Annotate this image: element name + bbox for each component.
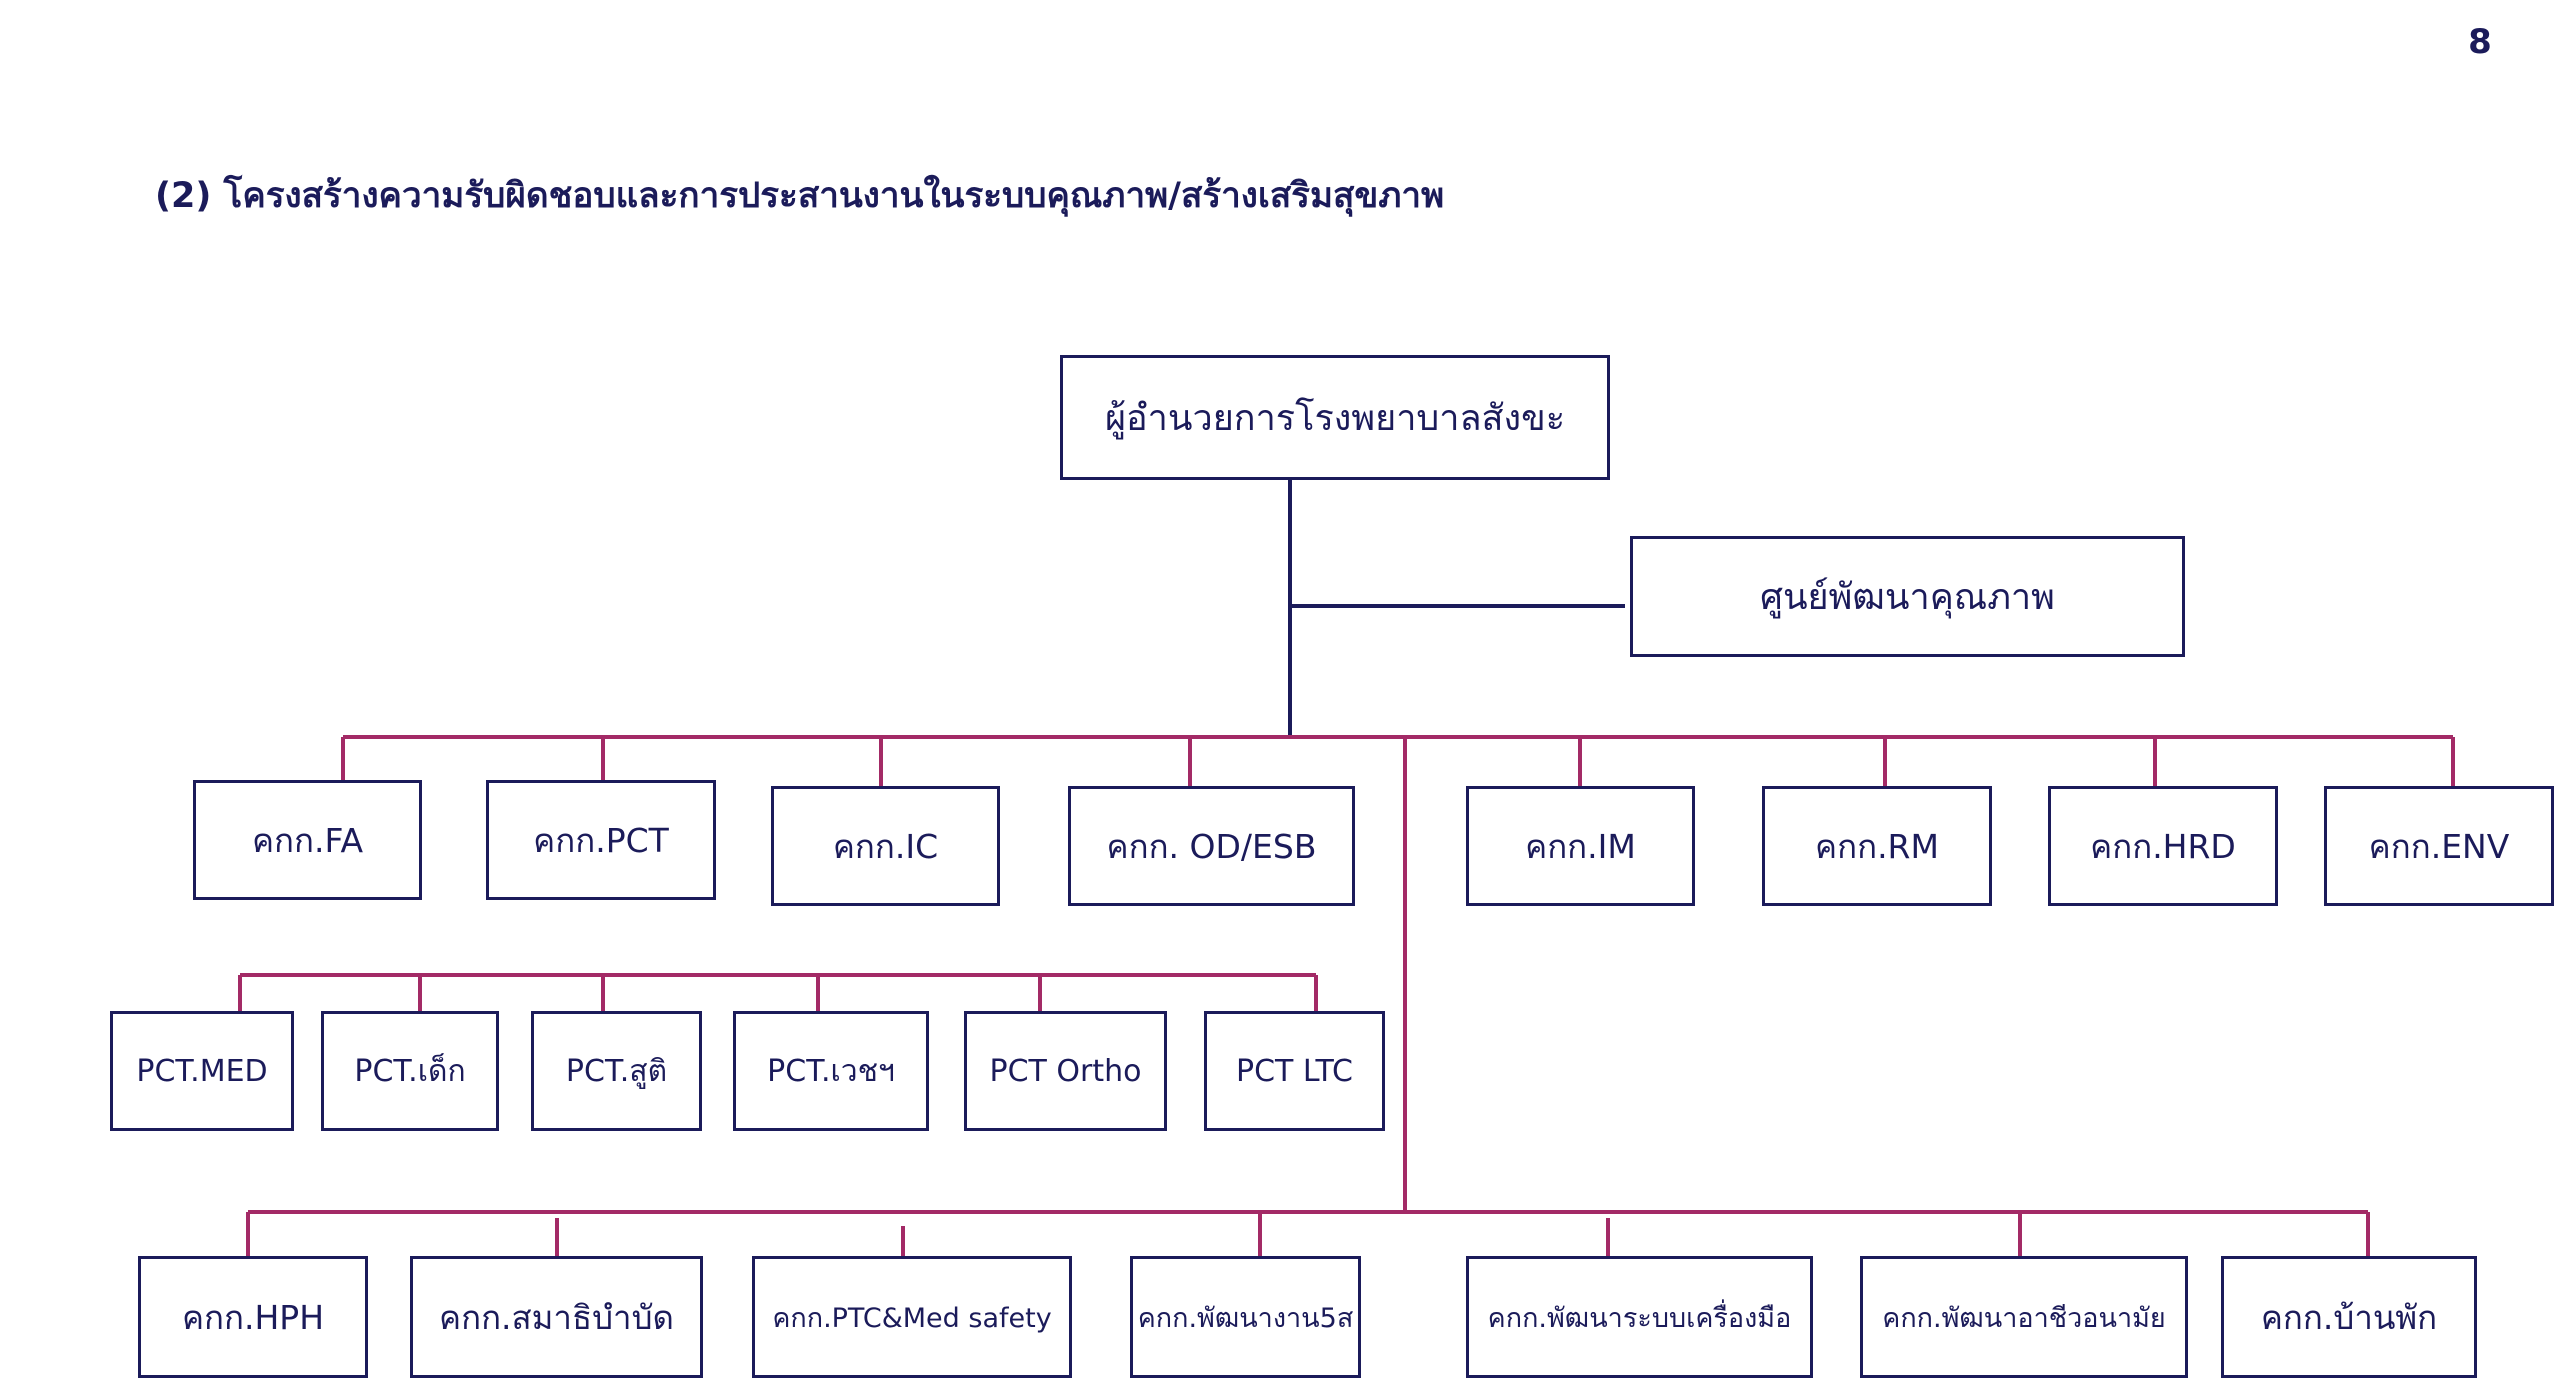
bottom-committee-box-ptc-med-safety: คกก.PTC&Med safety xyxy=(752,1256,1072,1378)
bottom-committee-box-equipment: คกก.พัฒนาระบบเครื่องมือ xyxy=(1466,1256,1813,1378)
pct-team-box-ltc: PCT LTC xyxy=(1204,1011,1385,1131)
page-number: 8 xyxy=(2468,22,2492,62)
bottom-committee-box-housing: คกก.บ้านพัก xyxy=(2221,1256,2477,1378)
bottom-committee-box-occupational-health: คกก.พัฒนาอาชีวอนามัย xyxy=(1860,1256,2188,1378)
committee-box-pct: คกก.PCT xyxy=(486,780,716,900)
committee-box-im: คกก.IM xyxy=(1466,786,1695,906)
committee-box-ic: คกก.IC xyxy=(771,786,1000,906)
bottom-committee-box-5s: คกก.พัฒนางาน5ส xyxy=(1130,1256,1361,1378)
bottom-committee-box-meditation: คกก.สมาธิบำบัด xyxy=(410,1256,703,1378)
pct-team-box-family-medicine: PCT.เวชฯ xyxy=(733,1011,929,1131)
quality-center-box: ศูนย์พัฒนาคุณภาพ xyxy=(1630,536,2185,657)
pct-team-box-ortho: PCT Ortho xyxy=(964,1011,1167,1131)
slide-heading: (2) โครงสร้างความรับผิดชอบและการประสานงา… xyxy=(155,176,1445,216)
director-box: ผู้อำนวยการโรงพยาบาลสังขะ xyxy=(1060,355,1610,480)
committee-box-rm: คกก.RM xyxy=(1762,786,1992,906)
pct-team-box-obstetrics: PCT.สูติ xyxy=(531,1011,702,1131)
bottom-committee-box-hph: คกก.HPH xyxy=(138,1256,368,1378)
committee-box-od-esb: คกก. OD/ESB xyxy=(1068,786,1355,906)
pct-team-box-pediatrics: PCT.เด็ก xyxy=(321,1011,499,1131)
pct-team-box-med: PCT.MED xyxy=(110,1011,294,1131)
committee-box-hrd: คกก.HRD xyxy=(2048,786,2278,906)
committee-box-fa: คกก.FA xyxy=(193,780,422,900)
committee-box-env: คกก.ENV xyxy=(2324,786,2554,906)
